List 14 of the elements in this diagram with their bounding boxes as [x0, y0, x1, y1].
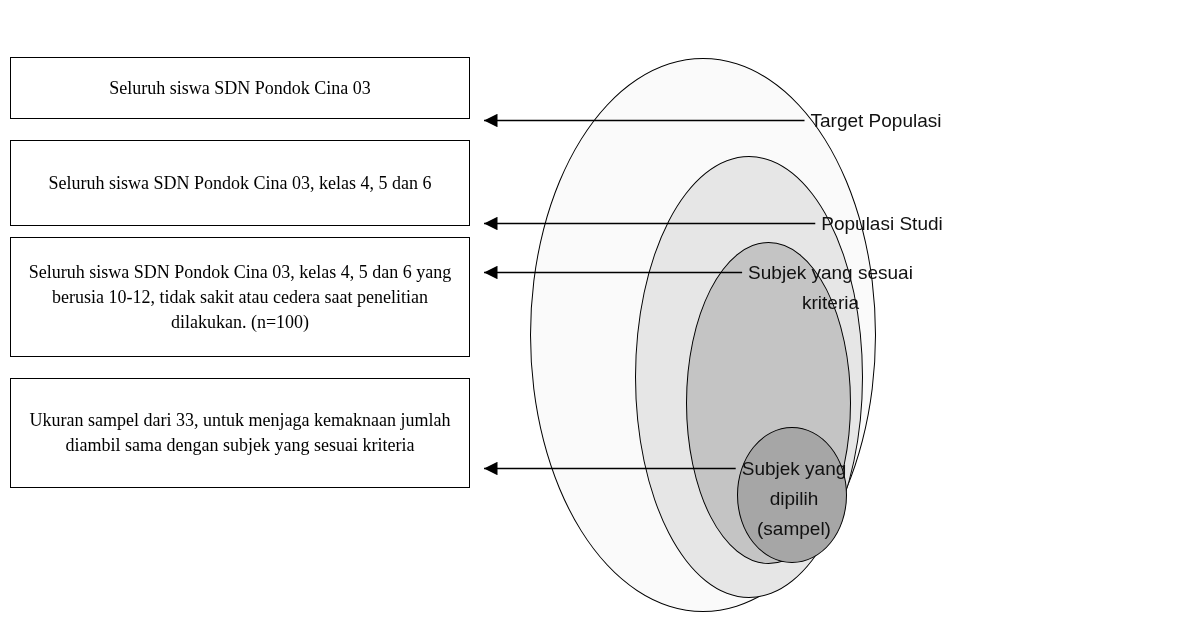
ellipse-label: Subjek yang dipilih (sampel) [740, 457, 848, 541]
description-box [10, 237, 470, 357]
description-box [10, 378, 470, 488]
description-box [10, 57, 470, 119]
box-text: Seluruh siswa SDN Pondok Cina 03, kelas 4, 5 dan 6 yang berusia 10-12, tidak sakit atau cedera saat penelitian dilakukan. (n=100) [27, 260, 453, 334]
arrow [483, 113, 806, 128]
arrow [483, 461, 737, 476]
arrow [483, 216, 816, 231]
description-box [10, 140, 470, 226]
box-text: Ukuran sampel dari 33, untuk menjaga kemaknaan jumlah diambil sama dengan subjek yang sesuai kriteria [28, 409, 452, 457]
box-text: Seluruh siswa SDN Pondok Cina 03, kelas 4, 5 dan 6 [48, 171, 432, 195]
box-text: Seluruh siswa SDN Pondok Cina 03 [109, 76, 371, 100]
ellipse-label: Target Populasi [809, 109, 943, 133]
arrow [483, 265, 743, 280]
